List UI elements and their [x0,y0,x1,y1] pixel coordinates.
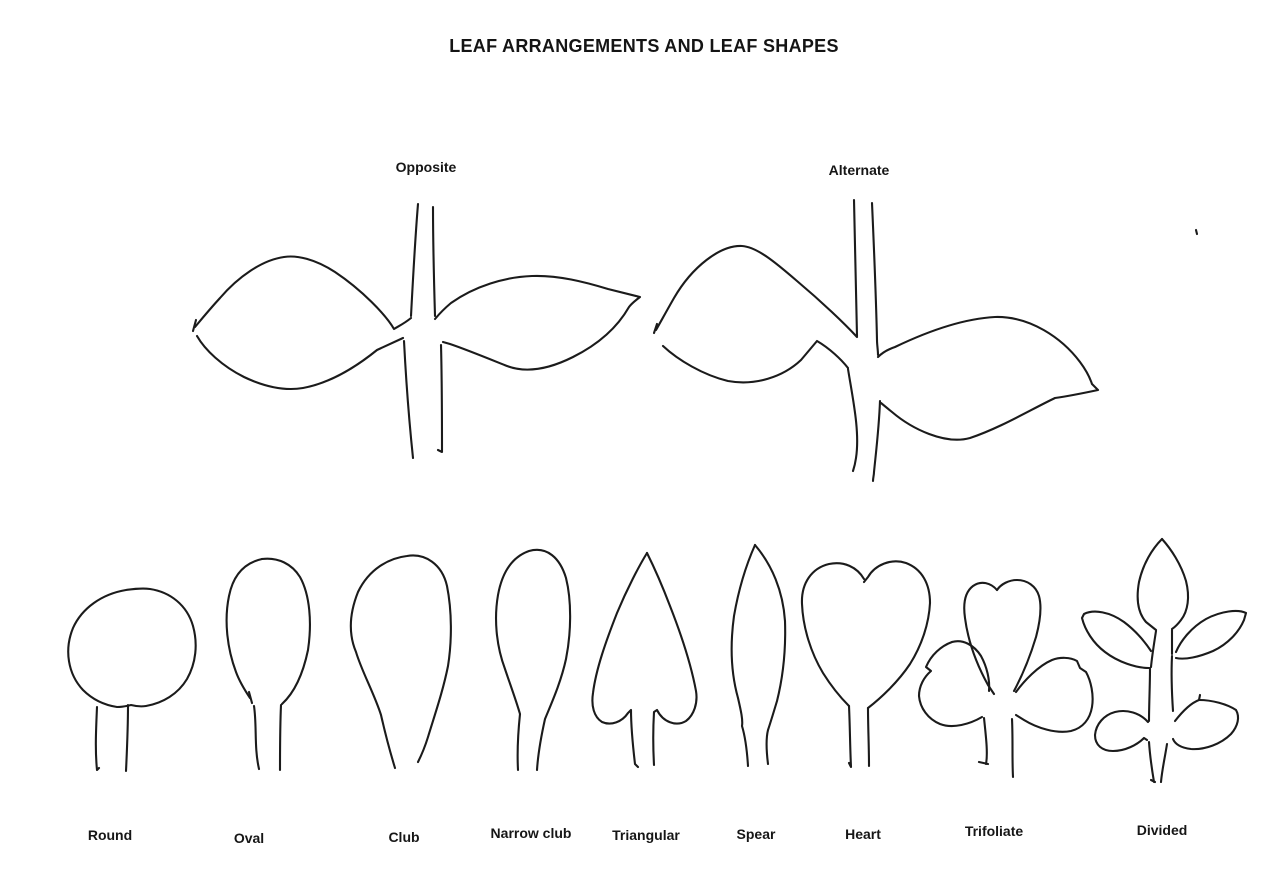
leaf-narrow-club-drawing [494,548,572,772]
leaf-heart-drawing [800,560,932,769]
shape-label-narrow-club: Narrow club [490,825,572,841]
arrangement-label-opposite: Opposite [395,159,457,175]
shape-label-divided: Divided [1136,822,1188,838]
opposite-arrangement-drawing [191,202,642,460]
shape-label-trifoliate: Trifoliate [964,823,1024,839]
leaf-triangular-drawing [591,551,698,769]
shape-label-round: Round [87,827,133,843]
shape-label-oval: Oval [233,830,265,846]
leaf-club-drawing [349,554,452,770]
leaf-round-drawing [67,587,197,773]
shape-label-spear: Spear [736,826,776,842]
arrangement-label-alternate: Alternate [828,162,890,178]
shape-label-heart: Heart [845,826,881,842]
shape-label-triangular: Triangular [612,827,680,843]
page-title: LEAF ARRANGEMENTS AND LEAF SHAPES [449,36,839,56]
stray-mark [1194,228,1199,236]
leaf-oval-drawing [225,557,311,772]
leaf-trifoliate-drawing [917,578,1094,779]
leaf-divided-drawing [1080,537,1248,784]
alternate-arrangement-drawing [652,198,1100,483]
shape-label-club: Club [388,829,420,845]
leaf-spear-drawing [730,543,787,768]
